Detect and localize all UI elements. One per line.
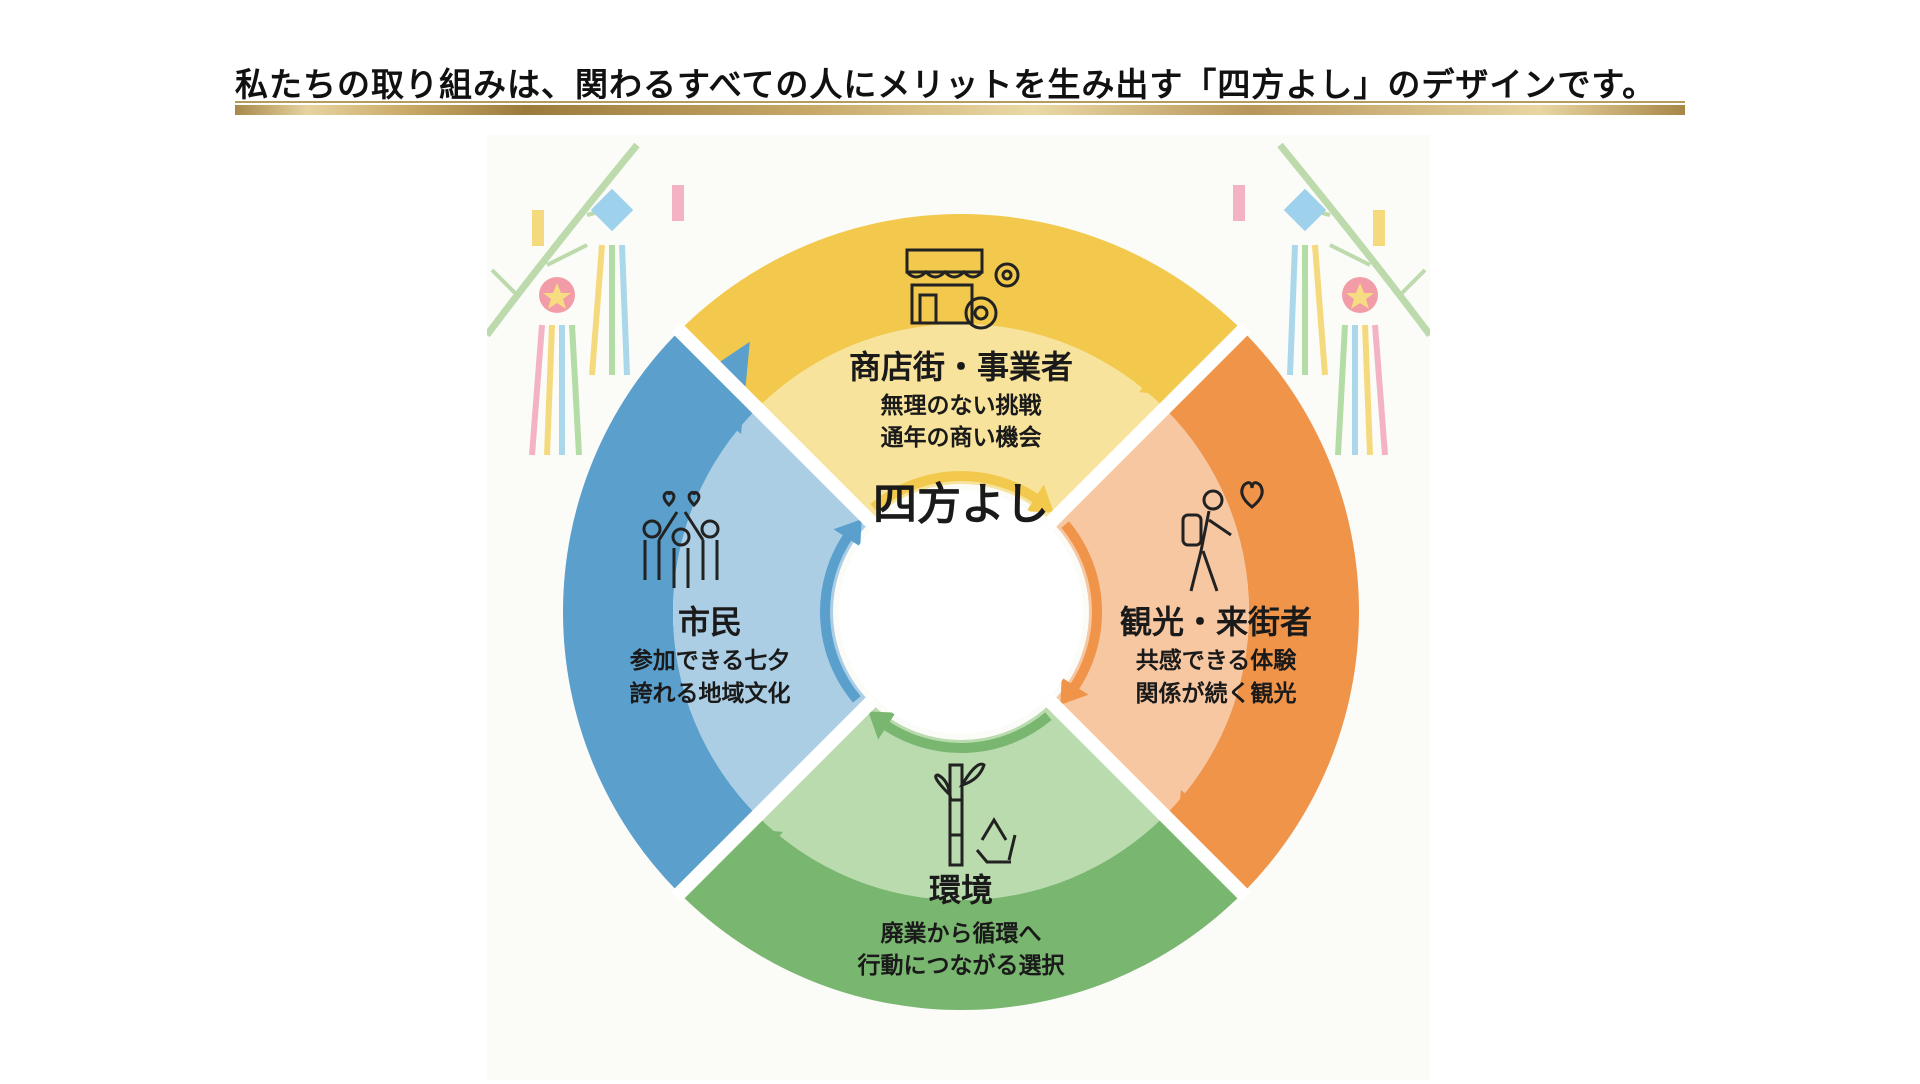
bamboo-recycle-icon bbox=[934, 762, 1017, 867]
business-line-1: 無理のない挑戦 bbox=[881, 393, 1042, 419]
tanabata-decoration-right bbox=[1233, 142, 1433, 456]
diagram-svg: 四方よし 商店街・事業者 無理のない挑戦 通年の商い機会 観光・来街者 共感でき… bbox=[484, 142, 1433, 1011]
storefront-gear-icon bbox=[905, 248, 1020, 330]
business-cycle-arrow bbox=[870, 471, 1042, 512]
visitors-line-2: 関係が続く観光 bbox=[1136, 680, 1297, 707]
visitors-outer-sector bbox=[1164, 330, 1359, 894]
environment-line-1: 廃業から循環へ bbox=[881, 920, 1042, 947]
environment-outer-sector bbox=[679, 815, 1243, 1011]
environment-title: 環境 bbox=[929, 871, 993, 909]
business-line-2: 通年の商い機会 bbox=[881, 424, 1042, 451]
business-outer-sector bbox=[679, 214, 1243, 409]
visitors-inner-sector bbox=[1051, 408, 1249, 816]
page-title: 私たちの取り組みは、関わるすべての人にメリットを生み出す「四方よし」のデザインで… bbox=[235, 65, 1657, 104]
business-arrowhead-icon bbox=[1026, 484, 1054, 513]
visitors-arrowhead-icon bbox=[1060, 677, 1089, 705]
visitors-cycle-arrow bbox=[1061, 521, 1102, 693]
sector-divider bbox=[671, 694, 879, 902]
environment-cycle-arrow bbox=[880, 712, 1052, 753]
sector-divider bbox=[1043, 322, 1251, 530]
visitors-line-1: 共感できる体験 bbox=[1136, 647, 1298, 674]
citizens-line-1: 参加できる七夕 bbox=[630, 647, 791, 674]
visitors-title: 観光・来街者 bbox=[1120, 603, 1312, 641]
environment-line-2: 行動につながる選択 bbox=[857, 952, 1066, 979]
title-underline-thin bbox=[235, 101, 1685, 103]
cycle-rings bbox=[563, 214, 1359, 1011]
citizens-line-2: 誇れる地域文化 bbox=[630, 680, 791, 707]
center-circle bbox=[839, 490, 1083, 734]
business-inner-sector bbox=[757, 324, 1165, 522]
citizens-cycle-arrow bbox=[820, 531, 861, 703]
sector-divider bbox=[671, 322, 879, 530]
people-hearts-icon bbox=[642, 490, 720, 588]
citizens-outer-sector bbox=[563, 330, 758, 894]
citizens-inner-sector bbox=[673, 408, 871, 816]
environment-arrowhead-icon bbox=[868, 711, 896, 740]
shiho-yoshi-diagram: 四方よし 商店街・事業者 無理のない挑戦 通年の商い機会 観光・来街者 共感でき… bbox=[484, 135, 1433, 1080]
citizens-outer-arrowhead-icon bbox=[682, 341, 750, 434]
business-title: 商店街・事業者 bbox=[849, 348, 1073, 386]
citizens-title: 市民 bbox=[678, 603, 742, 641]
sector-divider bbox=[1043, 694, 1251, 902]
hiker-heart-icon bbox=[1181, 481, 1264, 592]
center-label: 四方よし bbox=[873, 479, 1049, 530]
title-gold-bar bbox=[235, 105, 1685, 115]
citizens-arrowhead-icon bbox=[833, 519, 862, 547]
